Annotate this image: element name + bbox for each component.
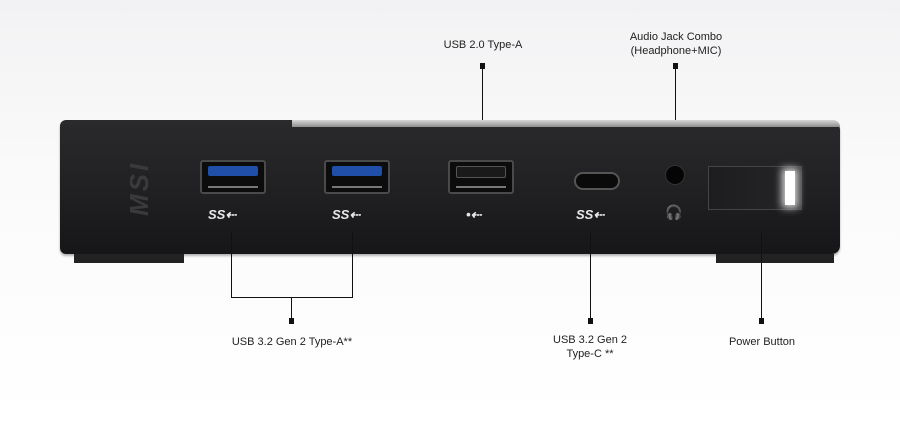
device-foot-right bbox=[716, 254, 834, 263]
pointer-dot bbox=[759, 318, 764, 324]
port-tongue bbox=[208, 166, 258, 176]
pointer-dot bbox=[289, 318, 294, 324]
power-button[interactable] bbox=[708, 166, 802, 210]
pointer-bracket bbox=[231, 297, 353, 298]
pointer-line bbox=[675, 66, 676, 162]
label-power-button: Power Button bbox=[728, 336, 796, 348]
superspeed-usb-icon: SS⇠ bbox=[332, 207, 361, 222]
label-usb32-type-a: USB 3.2 Gen 2 Type-A** bbox=[231, 336, 353, 348]
pointer-line bbox=[291, 297, 292, 319]
label-usb20: USB 2.0 Type-A bbox=[443, 39, 523, 51]
power-led bbox=[785, 171, 795, 205]
label-audio-line1: Audio Jack Combo bbox=[629, 31, 723, 43]
pointer-line bbox=[231, 232, 232, 298]
usb32-type-a-port-1 bbox=[200, 160, 266, 194]
superspeed-usb-icon: SS⇠ bbox=[576, 207, 605, 222]
device-foot-left bbox=[74, 254, 184, 263]
msi-logo: MSI bbox=[124, 160, 154, 216]
device-top-trim bbox=[292, 120, 840, 127]
pointer-line bbox=[761, 232, 762, 318]
pointer-line bbox=[590, 232, 591, 318]
usb20-type-a-port bbox=[448, 160, 514, 194]
pointer-dot bbox=[588, 318, 593, 324]
port-pins bbox=[456, 186, 506, 188]
usb32-type-c-port bbox=[574, 172, 620, 190]
port-tongue bbox=[332, 166, 382, 176]
pointer-line bbox=[352, 232, 353, 298]
label-audio-line2: (Headphone+MIC) bbox=[630, 45, 722, 57]
port-pins bbox=[332, 186, 382, 188]
port-tongue bbox=[456, 166, 506, 178]
headset-icon: 🎧 bbox=[665, 204, 683, 220]
audio-jack bbox=[666, 166, 684, 184]
port-pins bbox=[208, 186, 258, 188]
usb-icon: •⇠ bbox=[466, 207, 482, 222]
label-usb32-type-c-line2: Type-C ** bbox=[566, 348, 614, 360]
superspeed-usb-icon: SS⇠ bbox=[208, 207, 237, 222]
label-usb32-type-c-line1: USB 3.2 Gen 2 bbox=[553, 334, 627, 346]
pointer-line bbox=[482, 66, 483, 156]
usb32-type-a-port-2 bbox=[324, 160, 390, 194]
